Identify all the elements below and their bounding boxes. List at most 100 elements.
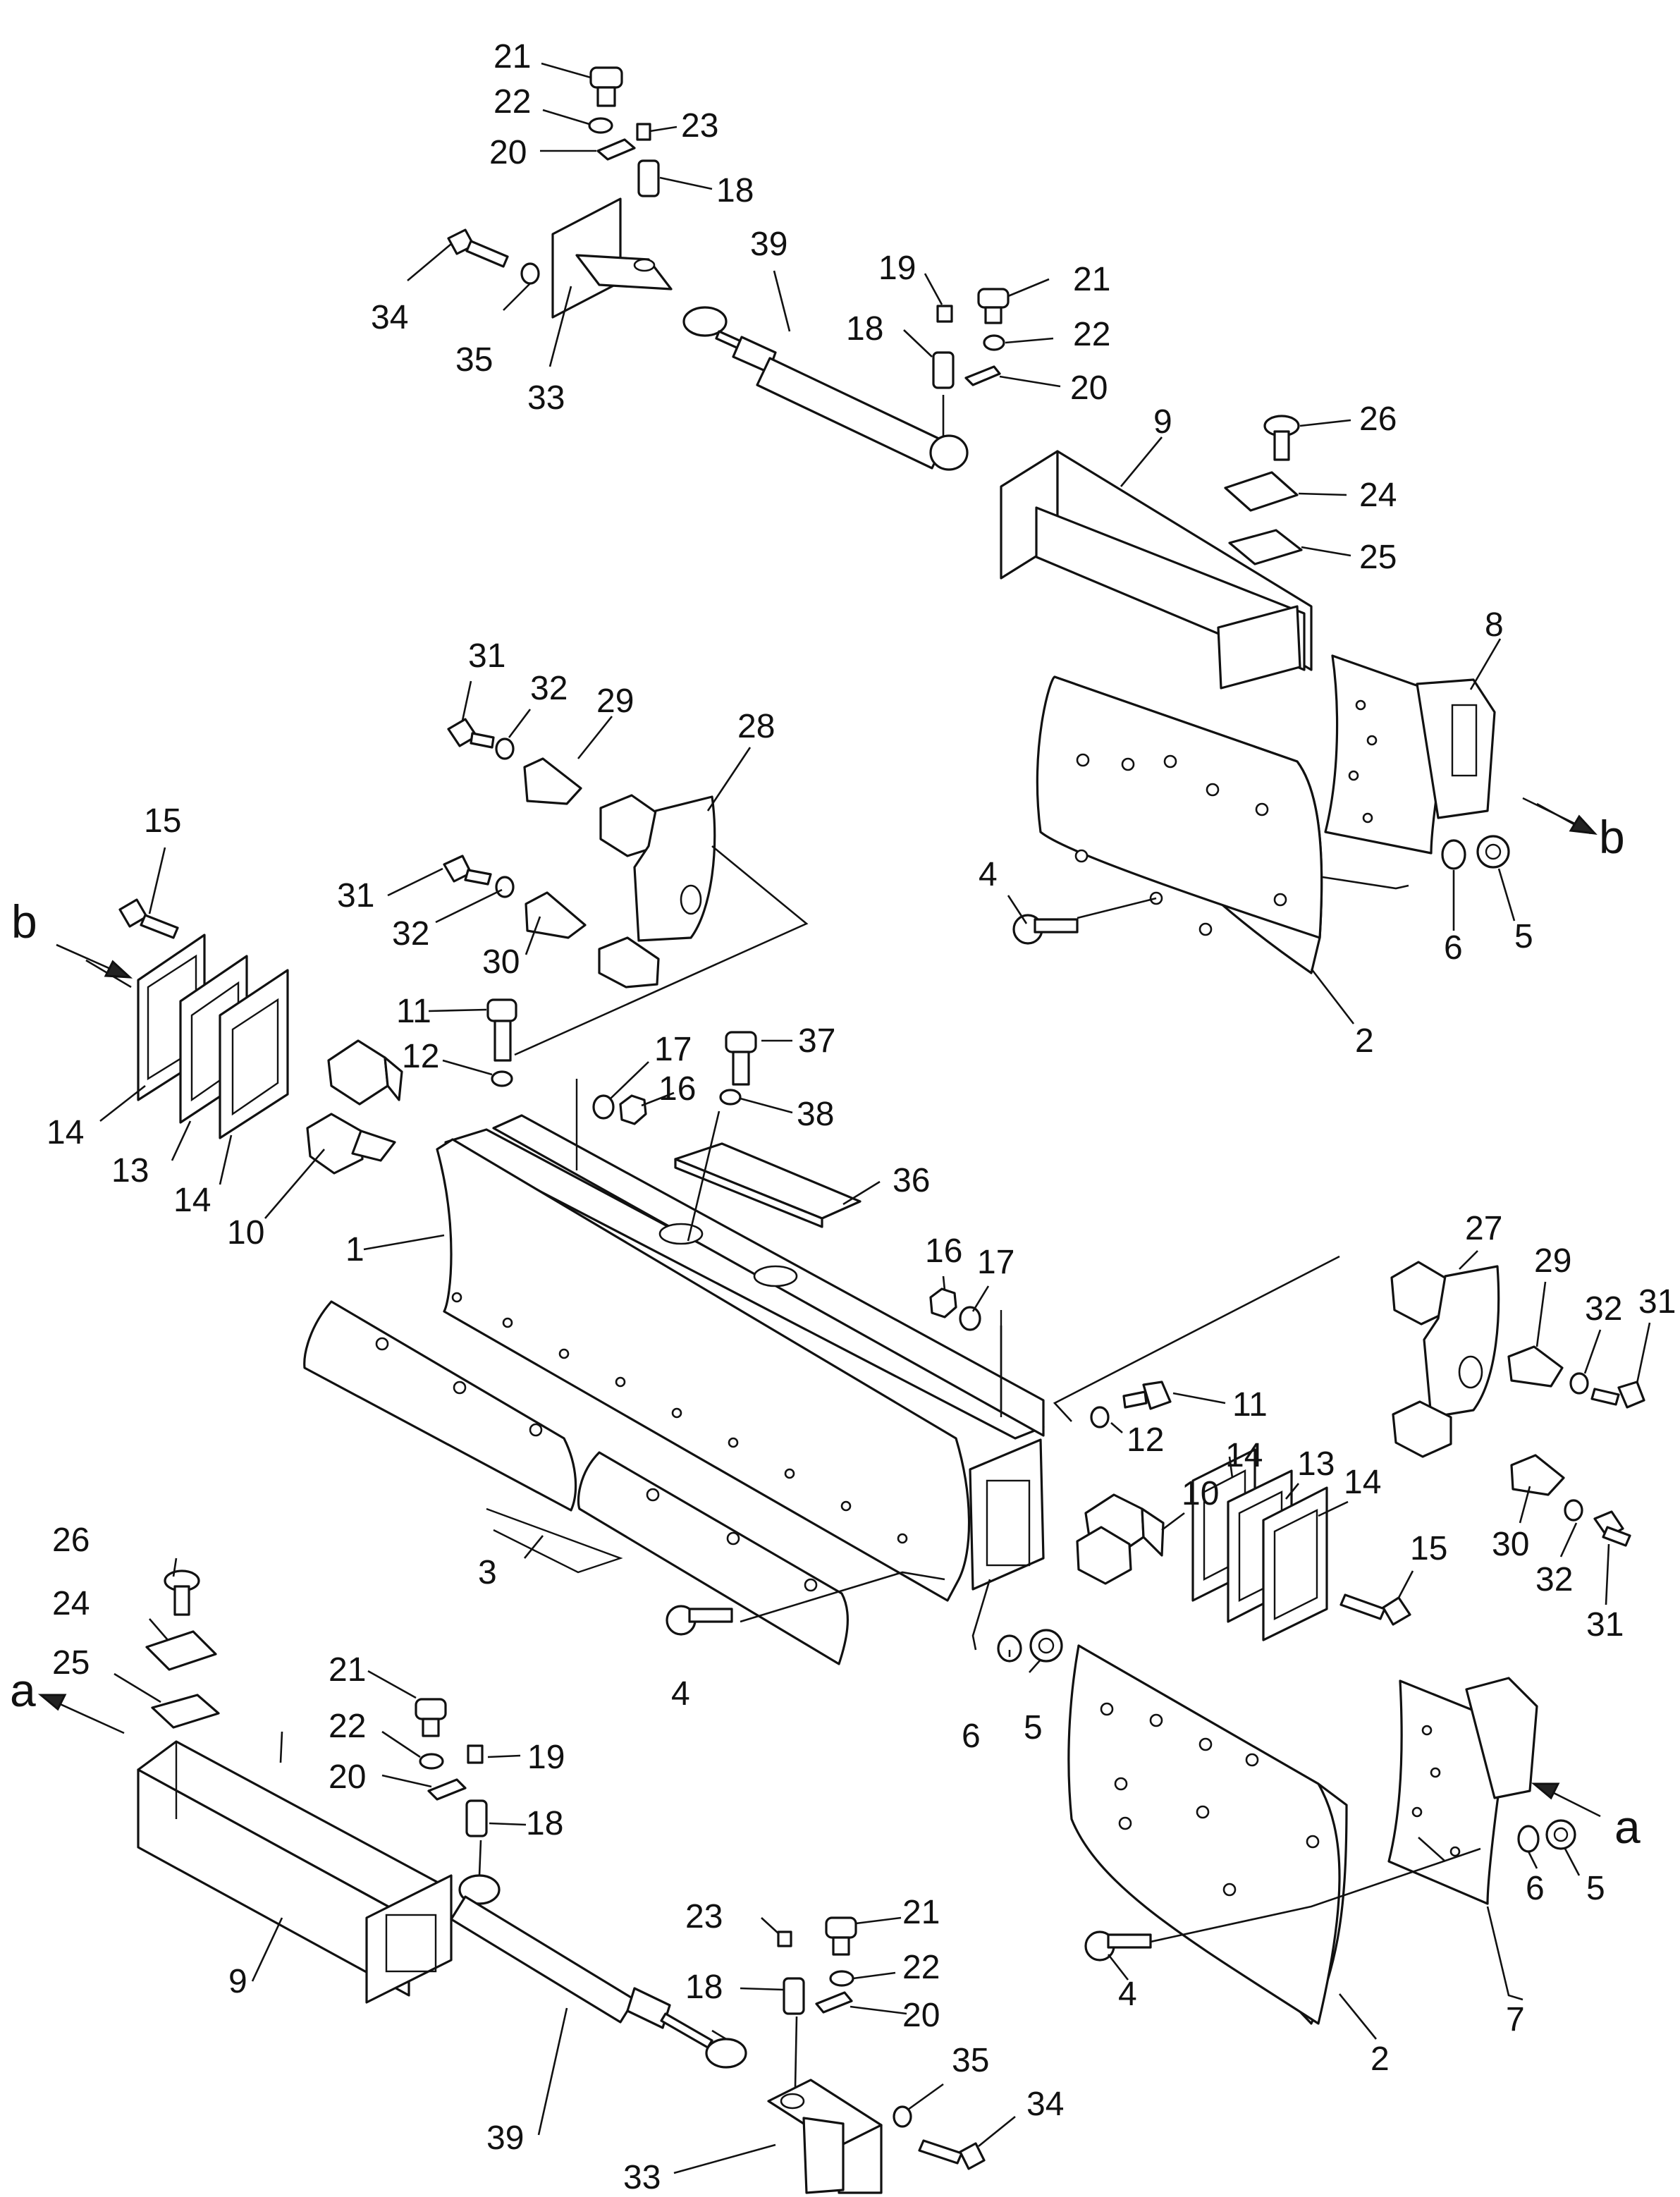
callout-21: 21: [493, 38, 531, 75]
washer-38: [719, 1089, 742, 1106]
callout-17: 17: [654, 1031, 692, 1068]
bolt-26-bottom-icon: [164, 1569, 200, 1616]
callout-13: 13: [111, 1152, 149, 1189]
callout-22: 22: [493, 83, 531, 121]
callout-26: 26: [1359, 400, 1397, 438]
nut-5-bottom-icon: [1545, 1819, 1576, 1850]
callout-18: 18: [716, 172, 754, 209]
callout-21: 21: [902, 1894, 940, 1931]
bracket-7: [1387, 1677, 1538, 1905]
lock-plate-20-top: [596, 138, 636, 161]
washer-17-top: [592, 1094, 615, 1120]
callout-12: 12: [402, 1038, 439, 1075]
callout-13: 13: [1297, 1445, 1335, 1483]
grease-fitting-19-bottom: [467, 1744, 484, 1764]
callout-31: 31: [1586, 1606, 1624, 1644]
plate-36: [674, 1142, 862, 1228]
callout-21: 21: [1073, 261, 1110, 298]
bracket-8: [1324, 654, 1496, 855]
bolt-31-mid-icon: [443, 855, 492, 886]
bolt-21-mid-icon: [977, 288, 1010, 324]
callout-22: 22: [902, 1949, 940, 1986]
bolt-4-bottom-icon: [1084, 1930, 1152, 1962]
washer-35-bottom: [893, 2105, 912, 2128]
callout-8: 8: [1485, 606, 1504, 644]
bolt-31-right-bottom-icon: [1593, 1510, 1631, 1547]
bolt-34-bottom-icon: [918, 2139, 986, 2170]
bracket-33-bottom: [767, 2079, 883, 2194]
cutting-edge-3-right: [577, 1451, 849, 1665]
bracket-33-top: [551, 197, 673, 319]
washer-32-right-top: [1569, 1372, 1589, 1395]
callout-6: 6: [1444, 929, 1463, 967]
callout-18: 18: [685, 1969, 723, 2006]
arm-9-bottom: [137, 1740, 453, 2004]
callout-38: 38: [797, 1096, 834, 1133]
callout-20: 20: [1070, 369, 1108, 407]
callout-31: 31: [468, 637, 505, 675]
callout-17: 17: [977, 1244, 1014, 1281]
callout-20: 20: [902, 1997, 940, 2034]
callout-24: 24: [1359, 477, 1397, 514]
block-30-top: [525, 891, 587, 939]
callout-32: 32: [530, 670, 568, 707]
reference-arrow-b-right: [1522, 797, 1598, 835]
washer-17-right: [959, 1306, 981, 1331]
callout-9: 9: [228, 1963, 247, 2000]
callout-7: 7: [1506, 2001, 1525, 2038]
cutting-edge-3-left: [303, 1300, 577, 1512]
reference-arrow-a-right: [1531, 1782, 1601, 1818]
washer-35-top: [520, 262, 540, 285]
bracket-28: [598, 794, 716, 989]
callout-15: 15: [1410, 1530, 1447, 1567]
callout-29: 29: [1534, 1242, 1571, 1280]
block-29-right: [1507, 1345, 1564, 1388]
callout-14: 14: [173, 1182, 211, 1219]
plate-10-left: [306, 1039, 403, 1175]
reference-letter-b: b: [1599, 811, 1625, 863]
callout-1: 1: [345, 1231, 364, 1268]
callout-32: 32: [392, 915, 429, 953]
callout-31: 31: [1638, 1283, 1676, 1321]
callout-33: 33: [623, 2159, 661, 2196]
bolt-15-left-icon: [118, 898, 179, 939]
lock-plate-20-mid: [964, 365, 1001, 386]
callout-12: 12: [1127, 1421, 1164, 1459]
callout-35: 35: [455, 341, 493, 379]
callout-14: 14: [1344, 1464, 1381, 1501]
callout-32: 32: [1535, 1561, 1573, 1598]
nut-16-top-icon: [619, 1094, 647, 1125]
callout-37: 37: [798, 1022, 835, 1060]
bolt-21-bottom-right-icon: [825, 1916, 857, 1956]
callout-9: 9: [1153, 403, 1172, 441]
callout-19: 19: [527, 1739, 565, 1776]
pin-18-top: [637, 159, 660, 197]
callout-4: 4: [1118, 1976, 1137, 2013]
callout-25: 25: [1359, 539, 1397, 576]
shim-25-bottom: [151, 1694, 220, 1729]
cylinder-39-top: [682, 306, 969, 471]
callout-10: 10: [1182, 1475, 1219, 1512]
bolt-15-right-icon: [1339, 1593, 1411, 1626]
plate-10-right: [1076, 1493, 1165, 1585]
callout-11: 11: [1232, 1386, 1268, 1424]
callout-3: 3: [478, 1554, 497, 1591]
callout-20: 20: [329, 1758, 366, 1796]
callout-31: 31: [337, 877, 374, 914]
bolt-31-top-icon: [447, 718, 495, 749]
callout-32: 32: [1585, 1290, 1622, 1328]
washer-22-bottom-left: [419, 1753, 444, 1770]
reference-letter-a: a: [1614, 1801, 1641, 1853]
callout-16: 16: [925, 1232, 962, 1270]
callout-4: 4: [979, 856, 998, 893]
reference-letter-a: a: [10, 1664, 36, 1716]
bracket-27: [1390, 1261, 1500, 1458]
washer-22-mid: [983, 334, 1005, 351]
callout-6: 6: [962, 1718, 981, 1755]
washer-32-top: [495, 738, 515, 760]
bolt-11-right-icon: [1122, 1381, 1172, 1410]
callout-21: 21: [329, 1651, 366, 1689]
nut-5-mid-icon: [1029, 1629, 1063, 1663]
bolt-31-right-top-icon: [1590, 1381, 1645, 1409]
callout-35: 35: [952, 2042, 989, 2079]
